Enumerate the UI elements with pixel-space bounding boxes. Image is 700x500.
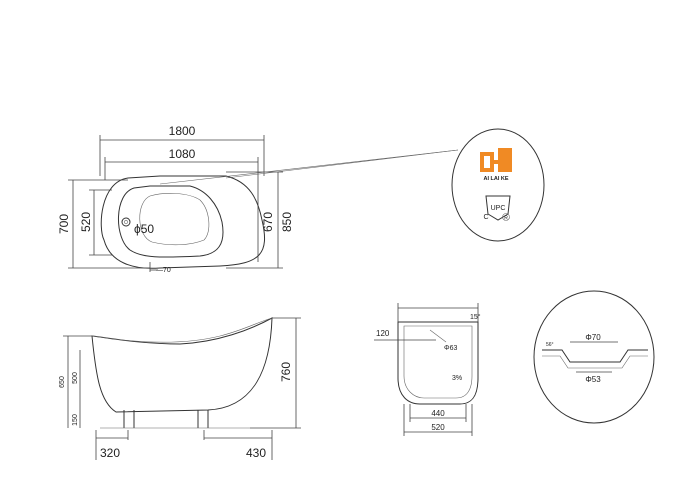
dim-670: 670 [261, 212, 275, 232]
leader-line-bottom [225, 149, 459, 179]
tub-side-rim [91, 317, 273, 343]
tub-top-inner [118, 185, 224, 258]
leader-line-top [159, 149, 459, 185]
upc-text: UPC [491, 205, 506, 212]
dim-500: 500 [72, 372, 79, 384]
detail-angle: 56° [546, 342, 554, 348]
top-view: ϕ50 1800 1080 700 520 670 850 —70 [57, 124, 459, 274]
detail-top: Φ70 [585, 333, 601, 342]
section-angle: 15° [470, 313, 481, 321]
dim-1800: 1800 [169, 124, 196, 138]
detail-profile [542, 349, 648, 363]
tub-side-outline [91, 317, 273, 413]
brand-logo-text: AI LAI KE [483, 176, 508, 182]
c-mark: C [483, 214, 488, 221]
section-outer [397, 321, 479, 405]
dim-70: —70 [156, 267, 171, 274]
dim-1080: 1080 [169, 147, 196, 161]
drain-center [124, 220, 128, 224]
dim-430: 430 [246, 446, 266, 460]
cross-section: 15° 120 Φ63 3% 440 520 [374, 303, 481, 436]
dim-760: 760 [279, 362, 293, 382]
dim-700: 700 [57, 214, 71, 234]
dim-150: 150 [72, 414, 79, 426]
drain-circle [121, 217, 131, 227]
dim-850: 850 [280, 212, 294, 232]
dim-520: 520 [79, 212, 93, 232]
side-view: 650 500 150 760 320 430 [59, 317, 301, 460]
tub-top-outline [100, 175, 266, 269]
dim-520-section: 520 [431, 423, 445, 432]
drain-detail: Φ70 Φ53 56° [533, 290, 655, 424]
section-inner [403, 325, 473, 399]
detail-circle [533, 290, 655, 424]
dim-320: 320 [100, 446, 120, 460]
dim-650: 650 [59, 376, 66, 388]
section-drain: Φ63 [444, 345, 457, 352]
cert-circle [451, 128, 545, 242]
upc-badge: UPC C R [483, 195, 511, 222]
tub-top-basin [139, 193, 210, 246]
brand-logo [480, 148, 512, 172]
dim-120: 120 [376, 329, 390, 338]
section-slope: 3% [452, 375, 462, 382]
cert-detail: AI LAI KE UPC C R [451, 128, 545, 242]
drain-label: ϕ50 [134, 222, 154, 236]
dim-440: 440 [431, 409, 445, 418]
detail-bottom: Φ53 [585, 375, 601, 384]
r-mark: R [504, 216, 508, 222]
detail-profile-inner [542, 355, 648, 369]
